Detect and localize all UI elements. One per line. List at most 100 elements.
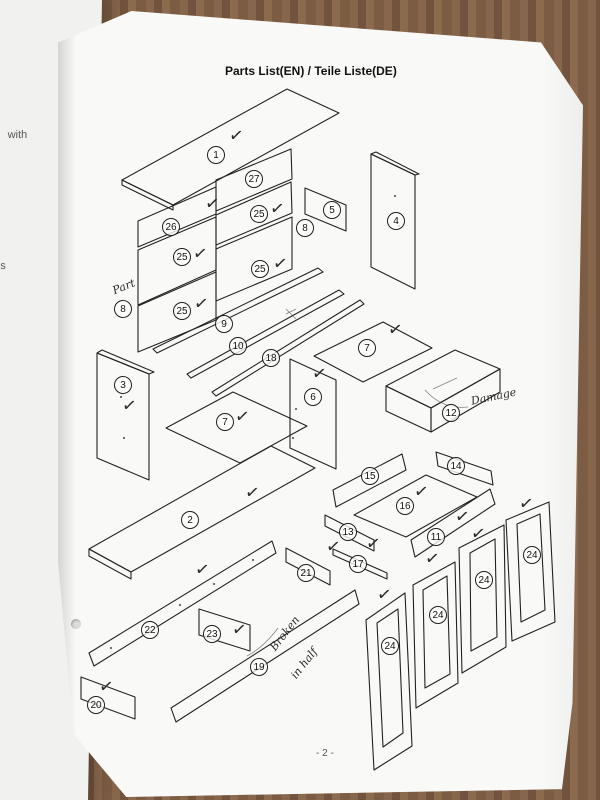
part-number-16: 16 (396, 497, 414, 515)
top-panel-shape (121, 88, 340, 206)
part-number-26: 26 (162, 218, 180, 236)
part-number-25-b: 25 (173, 248, 191, 266)
part-number-24-b: 24 (429, 606, 447, 624)
part-number-24-c: 24 (475, 571, 493, 589)
hardware-dot-9 (212, 582, 216, 586)
door-panel-4-inner (516, 513, 546, 623)
parts-list-page (58, 11, 583, 797)
part-number-15: 15 (361, 467, 379, 485)
checkmark-2: ✓ (243, 482, 261, 504)
small-side-piece-shape (304, 187, 347, 232)
checkmark-26: ✓ (203, 193, 221, 215)
part-number-2: 2 (181, 511, 199, 529)
part-number-7-lower: 7 (216, 413, 234, 431)
part-number-8-upper: 8 (296, 219, 314, 237)
door-panel-1-shape (365, 592, 413, 771)
small-bracket-shape (324, 514, 375, 552)
checkmark-24-c: ✓ (469, 523, 487, 545)
part-number-21: 21 (297, 564, 315, 582)
part-number-12: 12 (442, 404, 460, 422)
short-block-20-shape (80, 676, 136, 720)
drawer-front-small-shape (137, 186, 217, 248)
part-number-9: 9 (215, 315, 233, 333)
part-number-24-d: 24 (523, 546, 541, 564)
checkmark-3: ✓ (120, 395, 138, 417)
drawer-handle-mark (432, 377, 458, 390)
drawer-side-15-shape (332, 453, 407, 508)
punch-hole (71, 619, 81, 629)
checkmark-13: ✓ (364, 533, 382, 555)
damage-pointer-line (424, 389, 469, 408)
door-panel-2-shape (412, 561, 459, 709)
hardware-dot-7 (109, 646, 113, 650)
part-number-6: 6 (304, 388, 322, 406)
hardware-dot-10 (251, 558, 255, 562)
bottom-panel-edge (88, 548, 132, 580)
rail-connector-mark (285, 308, 297, 320)
part-number-11: 11 (427, 528, 445, 546)
part-number-8-left: 8 (114, 300, 132, 318)
part-number-4: 4 (387, 212, 405, 230)
checkmark-21: ✓ (324, 536, 342, 558)
rail-lower-shape (211, 299, 365, 397)
left-side-panel-edge (96, 349, 155, 375)
part-number-3: 3 (114, 376, 132, 394)
part-number-7-upper: 7 (358, 339, 376, 357)
checkmark-1: ✓ (227, 125, 245, 147)
hardware-dot-8 (178, 603, 182, 607)
checkmark-22: ✓ (193, 559, 211, 581)
checkmark-24-a: ✓ (375, 584, 393, 606)
hardware-dot-6 (291, 436, 295, 440)
checkmark-7-upper: ✓ (386, 319, 404, 341)
door-panel-4-shape (505, 501, 556, 642)
hardware-dot-3 (119, 395, 123, 399)
part-number-24-a: 24 (381, 637, 399, 655)
hardware-dot-1 (393, 194, 397, 198)
part-number-13: 13 (339, 523, 357, 541)
part-number-20: 20 (87, 696, 105, 714)
right-side-panel-edge (370, 151, 420, 176)
drawer-box-side-shape (430, 368, 501, 433)
page-number: - 2 - (316, 748, 334, 759)
checkmark-20: ✓ (97, 676, 115, 698)
page-title: Parts List(EN) / Teile Liste(DE) (225, 64, 397, 78)
long-rail-22-shape (88, 540, 277, 667)
left-side-panel-shape (96, 352, 150, 481)
broken-pointer-line (246, 627, 279, 657)
door-panel-2-inner (422, 575, 451, 689)
part-number-1: 1 (207, 146, 225, 164)
checkmark-25-a: ✓ (268, 198, 286, 220)
part-number-23: 23 (203, 625, 221, 643)
page-fold-shadow (58, 11, 76, 797)
small-plate-23-shape (198, 608, 251, 652)
checkmark-23: ✓ (230, 619, 248, 641)
hardware-dot-4 (122, 436, 126, 440)
checkmark-11: ✓ (453, 506, 471, 528)
part-number-17: 17 (349, 555, 367, 573)
rail-upper-shape (152, 267, 324, 354)
checkmark-25-d: ✓ (192, 293, 210, 315)
part-number-18: 18 (262, 349, 280, 367)
shelf-right-shape (313, 321, 433, 383)
drawer-back-shape (410, 488, 496, 558)
door-panel-3-shape (458, 524, 507, 674)
checkmark-25-b: ✓ (191, 243, 209, 265)
checkmark-6: ✓ (310, 363, 328, 385)
part-number-25-a: 25 (250, 205, 268, 223)
checkmark-16: ✓ (412, 481, 430, 503)
part-number-22: 22 (141, 621, 159, 639)
drawer-side-14-shape (435, 451, 494, 486)
rail-middle-shape (186, 289, 345, 379)
bracket-21-shape (285, 547, 331, 586)
hardware-dot-5 (294, 407, 298, 411)
part-number-14: 14 (447, 457, 465, 475)
drawer-box-front-shape (385, 385, 432, 433)
part-number-5: 5 (323, 201, 341, 219)
part-number-19: 19 (250, 658, 268, 676)
checkmark-7-lower: ✓ (233, 406, 251, 428)
door-panel-3-inner (469, 538, 498, 652)
part-number-25-c: 25 (251, 260, 269, 278)
door-panel-1-inner (376, 608, 404, 748)
